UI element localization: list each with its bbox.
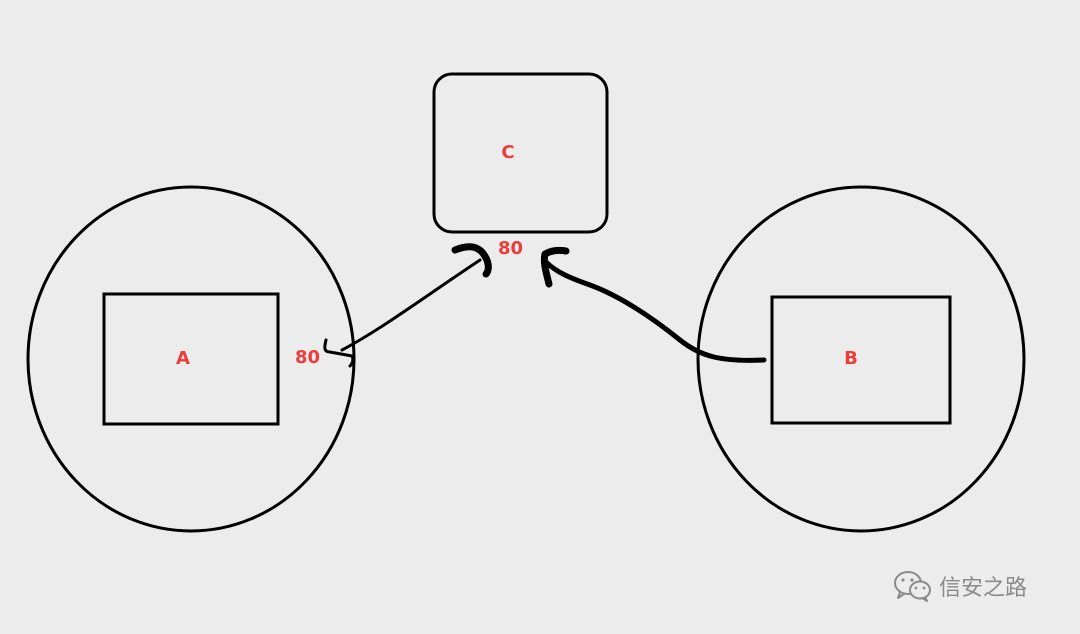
port-a-hook [323,338,355,368]
arrow-a-to-c-line [340,258,482,352]
arrow-b-to-c-line [543,259,767,363]
container-b-label: B [844,348,858,369]
container-a-label: A [176,348,190,369]
container-a-box [102,292,280,426]
container-b-box [770,295,952,425]
arrow-b-to-c-head [540,246,570,288]
wechat-icon [894,571,931,602]
port-c-label: 80 [498,238,524,259]
node-c-box [432,72,609,234]
arrow-a-to-c-head [451,243,492,278]
watermark-text: 信安之路 [939,576,1028,601]
port-a-label: 80 [295,347,321,368]
node-c-label: C [501,142,515,163]
host-b-circle [696,185,1026,533]
watermark: 信安之路 [893,569,1027,603]
